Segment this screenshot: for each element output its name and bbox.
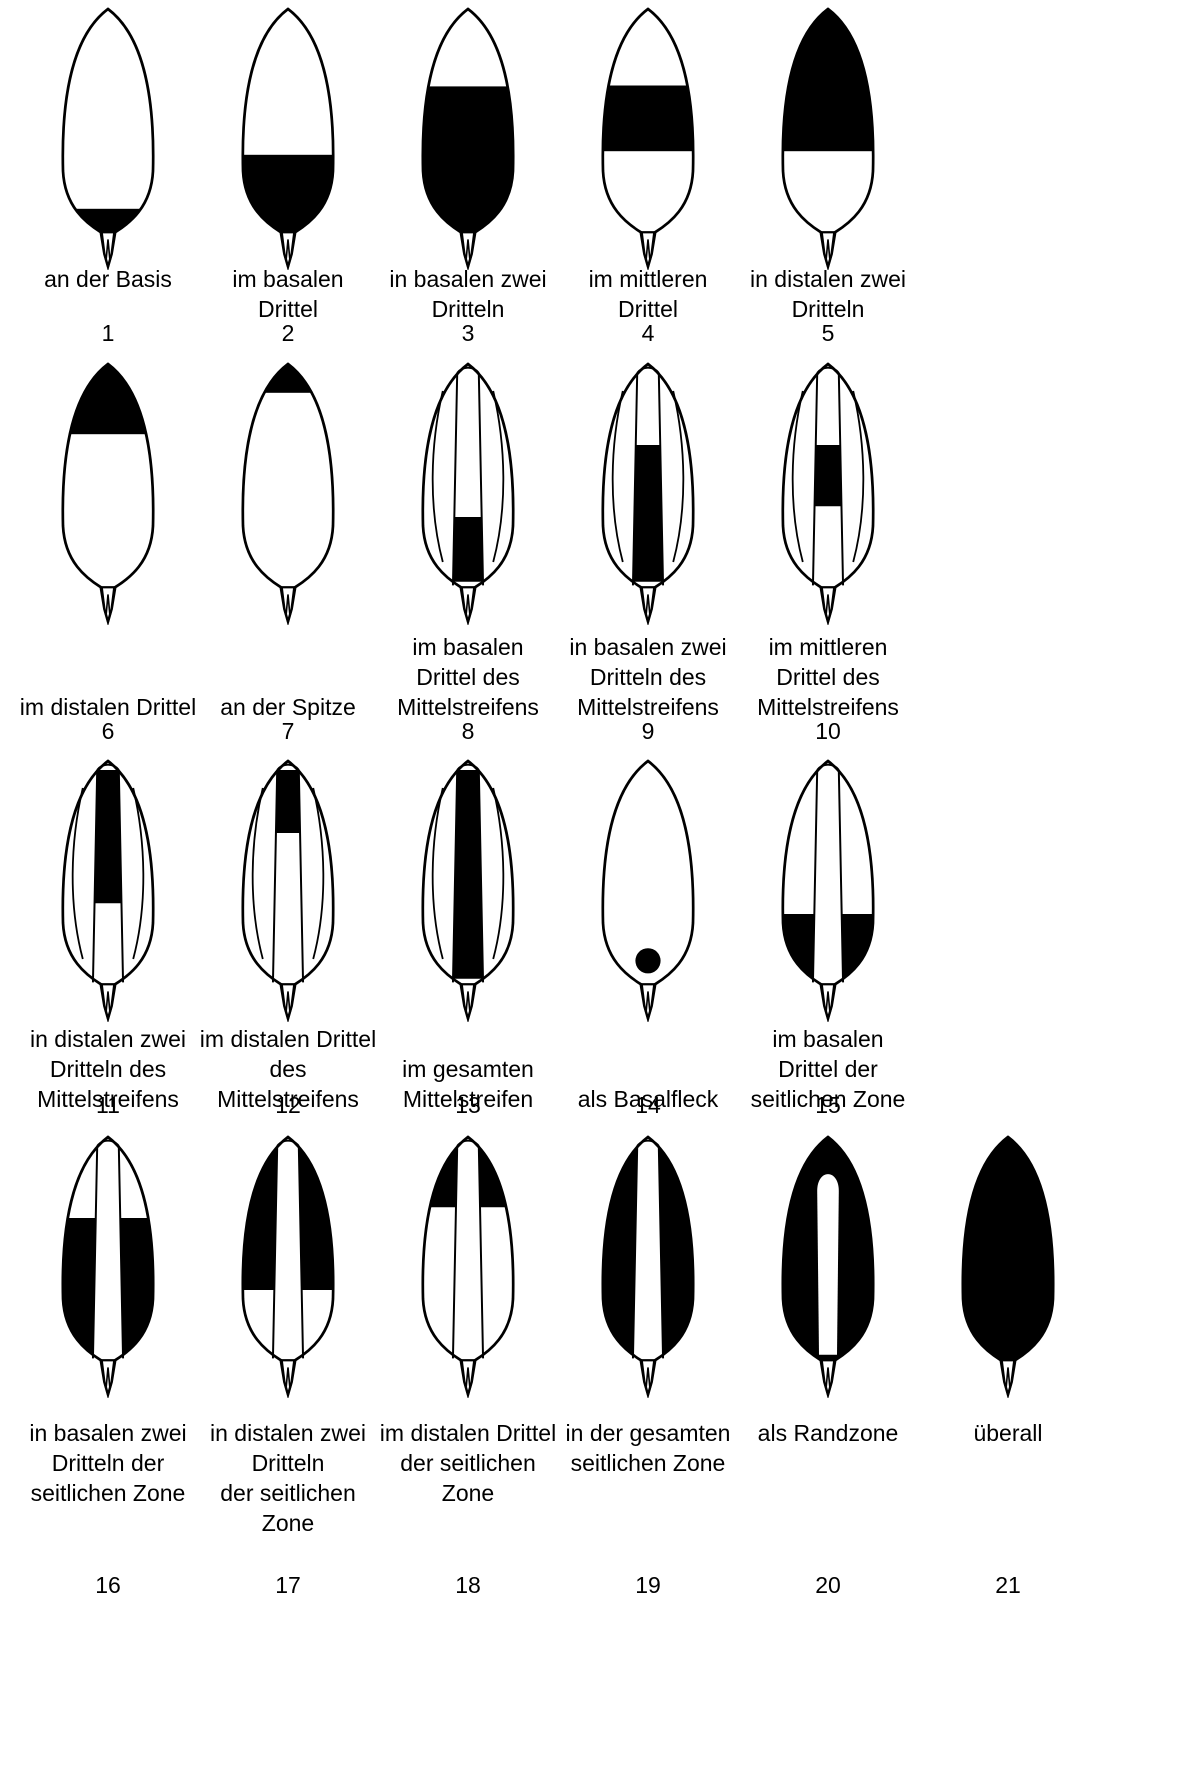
lateral-fill xyxy=(234,1128,278,1290)
pattern-illustration xyxy=(8,752,208,1022)
stripe-outline xyxy=(633,1141,663,1359)
tip-fill xyxy=(234,355,342,393)
pattern-number: 19 xyxy=(548,1570,748,1600)
basal-spot-fill xyxy=(635,948,660,973)
stalk xyxy=(822,587,835,621)
stalk xyxy=(822,984,835,1018)
lateral-fill xyxy=(54,1218,96,1362)
stripe-outline xyxy=(813,765,843,983)
organ-outline xyxy=(423,364,513,621)
stalk xyxy=(462,232,475,266)
pattern-illustration xyxy=(728,1128,928,1398)
lateral-fill xyxy=(120,1218,162,1362)
pattern-illustration xyxy=(908,1128,1108,1398)
pattern-illustration xyxy=(8,0,208,270)
pattern-number: 10 xyxy=(728,716,928,746)
stalk xyxy=(642,1360,655,1394)
stalk xyxy=(822,1360,835,1394)
stalk xyxy=(822,232,835,266)
pattern-illustration xyxy=(728,752,928,1022)
stalk xyxy=(102,232,115,266)
stalk xyxy=(282,587,295,621)
pattern-illustration xyxy=(368,0,568,270)
pattern-label: im mittleren Drittel des Mittelstreifens xyxy=(708,632,948,722)
pattern-illustration xyxy=(8,355,208,625)
pattern-illustration xyxy=(8,1128,208,1398)
inner-white-zone xyxy=(817,1174,839,1355)
pattern-illustration xyxy=(548,1128,748,1398)
pattern-illustration xyxy=(368,355,568,625)
stalk xyxy=(282,232,295,266)
stalk xyxy=(102,587,115,621)
stripe-fill xyxy=(815,445,842,506)
organ-outline xyxy=(783,761,873,1018)
lateral-fill xyxy=(414,1128,458,1207)
stalk xyxy=(102,1360,115,1394)
pattern-illustration xyxy=(548,355,748,625)
basal-two-thirds-fill xyxy=(414,86,522,234)
pattern-illustration xyxy=(188,752,388,1022)
stalk xyxy=(282,1360,295,1394)
basal-third-fill xyxy=(234,155,342,232)
pattern-label: in distalen zwei Dritteln xyxy=(708,264,948,324)
stalk xyxy=(102,984,115,1018)
organ-outline xyxy=(423,1137,513,1394)
stalk xyxy=(462,1360,475,1394)
lateral-fill xyxy=(478,1128,522,1207)
pattern-illustration xyxy=(548,752,748,1022)
basal-band xyxy=(54,209,162,232)
stripe-outline xyxy=(93,1141,123,1359)
pattern-number: 15 xyxy=(728,1090,928,1120)
stalk xyxy=(642,984,655,1018)
pattern-number: 17 xyxy=(188,1570,388,1600)
stalk xyxy=(642,587,655,621)
organ-outline xyxy=(603,761,693,1018)
stalk xyxy=(642,232,655,266)
stripe-fill xyxy=(633,445,663,582)
pattern-illustration xyxy=(368,1128,568,1398)
lateral-fill xyxy=(658,1128,702,1362)
pattern-number: 16 xyxy=(8,1570,208,1600)
distal-third-fill xyxy=(54,355,162,434)
pattern-illustration xyxy=(728,0,928,270)
stripe-fill xyxy=(453,517,483,582)
organ-outline xyxy=(243,364,333,621)
stripe-fill xyxy=(95,770,122,903)
stalk xyxy=(462,984,475,1018)
pattern-label: überall xyxy=(888,1418,1128,1448)
middle-third-fill xyxy=(594,86,702,152)
pattern-number: 20 xyxy=(728,1570,928,1600)
pattern-number: 18 xyxy=(368,1570,568,1600)
stalk xyxy=(282,984,295,1018)
stalk xyxy=(1002,1360,1015,1394)
pattern-illustration xyxy=(188,0,388,270)
pattern-illustration xyxy=(548,0,748,270)
pattern-illustration xyxy=(728,355,928,625)
pattern-illustration xyxy=(368,752,568,1022)
stripe-outline xyxy=(453,1141,483,1359)
lateral-fill xyxy=(594,1128,638,1362)
stripe-fill xyxy=(276,770,300,833)
stalk xyxy=(462,587,475,621)
pattern-illustration xyxy=(188,1128,388,1398)
pattern-illustration xyxy=(188,355,388,625)
lateral-fill xyxy=(298,1128,342,1290)
pattern-number: 5 xyxy=(728,318,928,348)
pattern-number: 21 xyxy=(908,1570,1108,1600)
stripe-outline xyxy=(273,1141,303,1359)
